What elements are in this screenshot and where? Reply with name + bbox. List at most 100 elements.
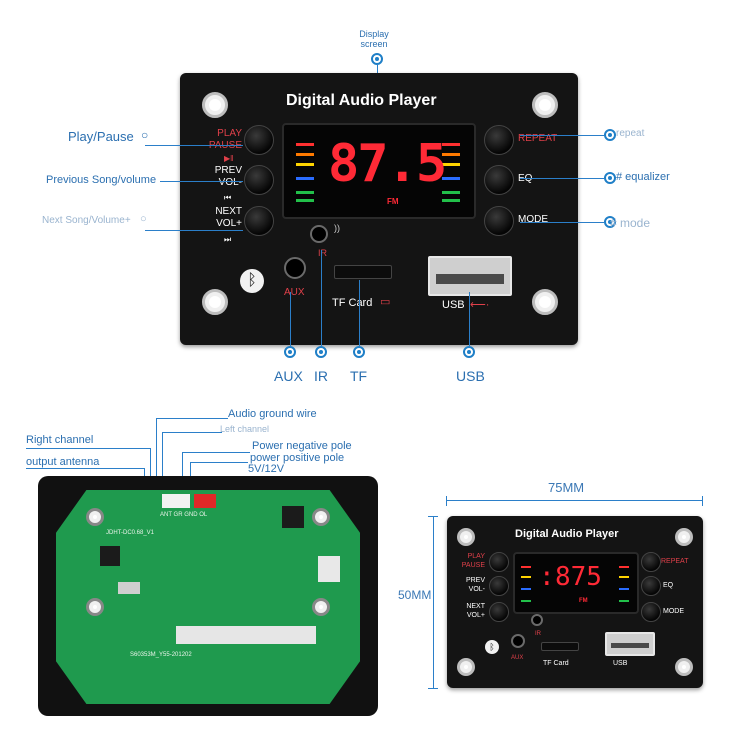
aux-annotation-marker (284, 346, 296, 358)
usb-symbol-icon: ⟵· (470, 299, 490, 311)
regulator-chip (282, 506, 304, 528)
play-pause-leader (145, 145, 243, 146)
mounting-screw (532, 289, 558, 315)
level-bar (442, 163, 460, 166)
left-channel-annotation: Left channel (220, 424, 270, 434)
next-button[interactable] (244, 206, 274, 236)
width-dimension: 75MM (548, 480, 585, 495)
display-annotation-marker (371, 53, 383, 65)
display-unit: FM (387, 197, 399, 206)
board-silkscreen: JDHT-DC0.68_V1 (106, 530, 155, 536)
level-bar (619, 576, 629, 578)
usb-label: USB (442, 299, 465, 311)
small-aux-jack (511, 634, 525, 648)
usb-leader (469, 292, 470, 346)
small-prev-button[interactable] (489, 576, 509, 596)
level-bar (442, 177, 460, 180)
level-bar (442, 153, 460, 156)
next-icon: ⏭ (224, 235, 232, 244)
aux-label: AUX (284, 287, 305, 298)
small-mode-button[interactable] (641, 602, 661, 622)
voltage-annotation: 5V/12V (248, 463, 285, 475)
small-bluetooth-icon: ᛒ (485, 640, 499, 654)
next-annotation-icon: ○ (140, 213, 147, 225)
small-ir-receiver (531, 614, 543, 626)
output-antenna-leader (26, 468, 144, 469)
equalizer-annotation-marker (604, 172, 616, 184)
right-channel-leader (26, 448, 150, 449)
small-tf-card-slot[interactable] (541, 642, 579, 651)
mounting-screw (202, 92, 228, 118)
level-bar (619, 566, 629, 568)
level-bar (619, 588, 629, 590)
equalizer-leader (520, 178, 604, 179)
mounting-screw (457, 658, 475, 676)
previous-annotation: Previous Song/volume (46, 174, 157, 186)
power-negative-leader (182, 452, 250, 453)
small-eq-button[interactable] (641, 576, 661, 596)
sd-card-icon: ▭ (380, 296, 391, 308)
aux-annotation: AUX (274, 368, 303, 384)
audio-connector (162, 494, 190, 508)
small-usb-label: USB (613, 660, 628, 667)
usb-annotation: USB (456, 368, 485, 384)
display-value: 87.5 (328, 134, 447, 194)
tf-card-holder (176, 626, 316, 644)
small-aux-label: AUX (511, 655, 524, 661)
fm-module (318, 556, 340, 582)
small-repeat-button[interactable] (641, 552, 661, 572)
play-pause-icon: ▶‖ (224, 154, 234, 163)
power-negative-leader (182, 452, 183, 490)
bluetooth-chip (100, 546, 120, 566)
small-ir-label: IR (535, 631, 541, 637)
panel-title: Digital Audio Player (286, 92, 437, 109)
width-dimension-tick (702, 496, 703, 506)
connector-silkscreen: ANT GR GND OL (160, 512, 208, 518)
right-channel-annotation: Right channel (26, 434, 94, 446)
small-usb-port[interactable] (605, 632, 655, 656)
level-bar (521, 600, 531, 602)
repeat-button[interactable] (484, 125, 514, 155)
small-display-colon: : (539, 562, 555, 592)
aux-jack (284, 257, 306, 279)
pcb-screw (312, 508, 330, 526)
usb-port[interactable] (428, 256, 512, 296)
pcb-enclosure: ANT GR GND OL JDHT-DC0.68_V1 S60353M_Y55… (38, 476, 378, 716)
repeat-leader (520, 135, 604, 136)
previous-leader (160, 181, 243, 182)
bluetooth-icon: ᛒ (240, 269, 264, 293)
small-display-value: 875 (555, 562, 602, 592)
left-channel-leader (162, 432, 222, 433)
eq-button[interactable] (484, 165, 514, 195)
prev-button[interactable] (244, 165, 274, 195)
previous-icon: ⏮ (224, 193, 232, 202)
pcb-screw (312, 598, 330, 616)
level-bar (296, 143, 314, 146)
audio-ground-leader (156, 418, 228, 419)
next-leader (145, 230, 243, 231)
repeat-annotation: repeat (616, 128, 645, 139)
height-dimension: 50MM (398, 588, 432, 602)
play-pause-button[interactable] (244, 125, 274, 155)
small-next-button[interactable] (489, 602, 509, 622)
pcb-screw (86, 508, 104, 526)
audio-ground-annotation: Audio ground wire (228, 408, 317, 420)
level-bar (296, 153, 314, 156)
small-display-unit: FM (579, 598, 588, 604)
small-play-pause-button[interactable] (489, 552, 509, 572)
mounting-screw (675, 528, 693, 546)
small-display-screen: : 875 FM (513, 552, 639, 614)
height-dimension-line (433, 516, 434, 688)
output-antenna-annotation: output antenna (26, 456, 100, 468)
tf-card-slot[interactable] (334, 265, 392, 279)
level-bar (521, 566, 531, 568)
level-bar (521, 588, 531, 590)
next-annotation: Next Song/Volume+ (42, 215, 131, 226)
tf-card-label: TF Card (332, 297, 373, 309)
height-dimension-tick (428, 688, 438, 689)
level-bar (521, 576, 531, 578)
mode-button[interactable] (484, 206, 514, 236)
